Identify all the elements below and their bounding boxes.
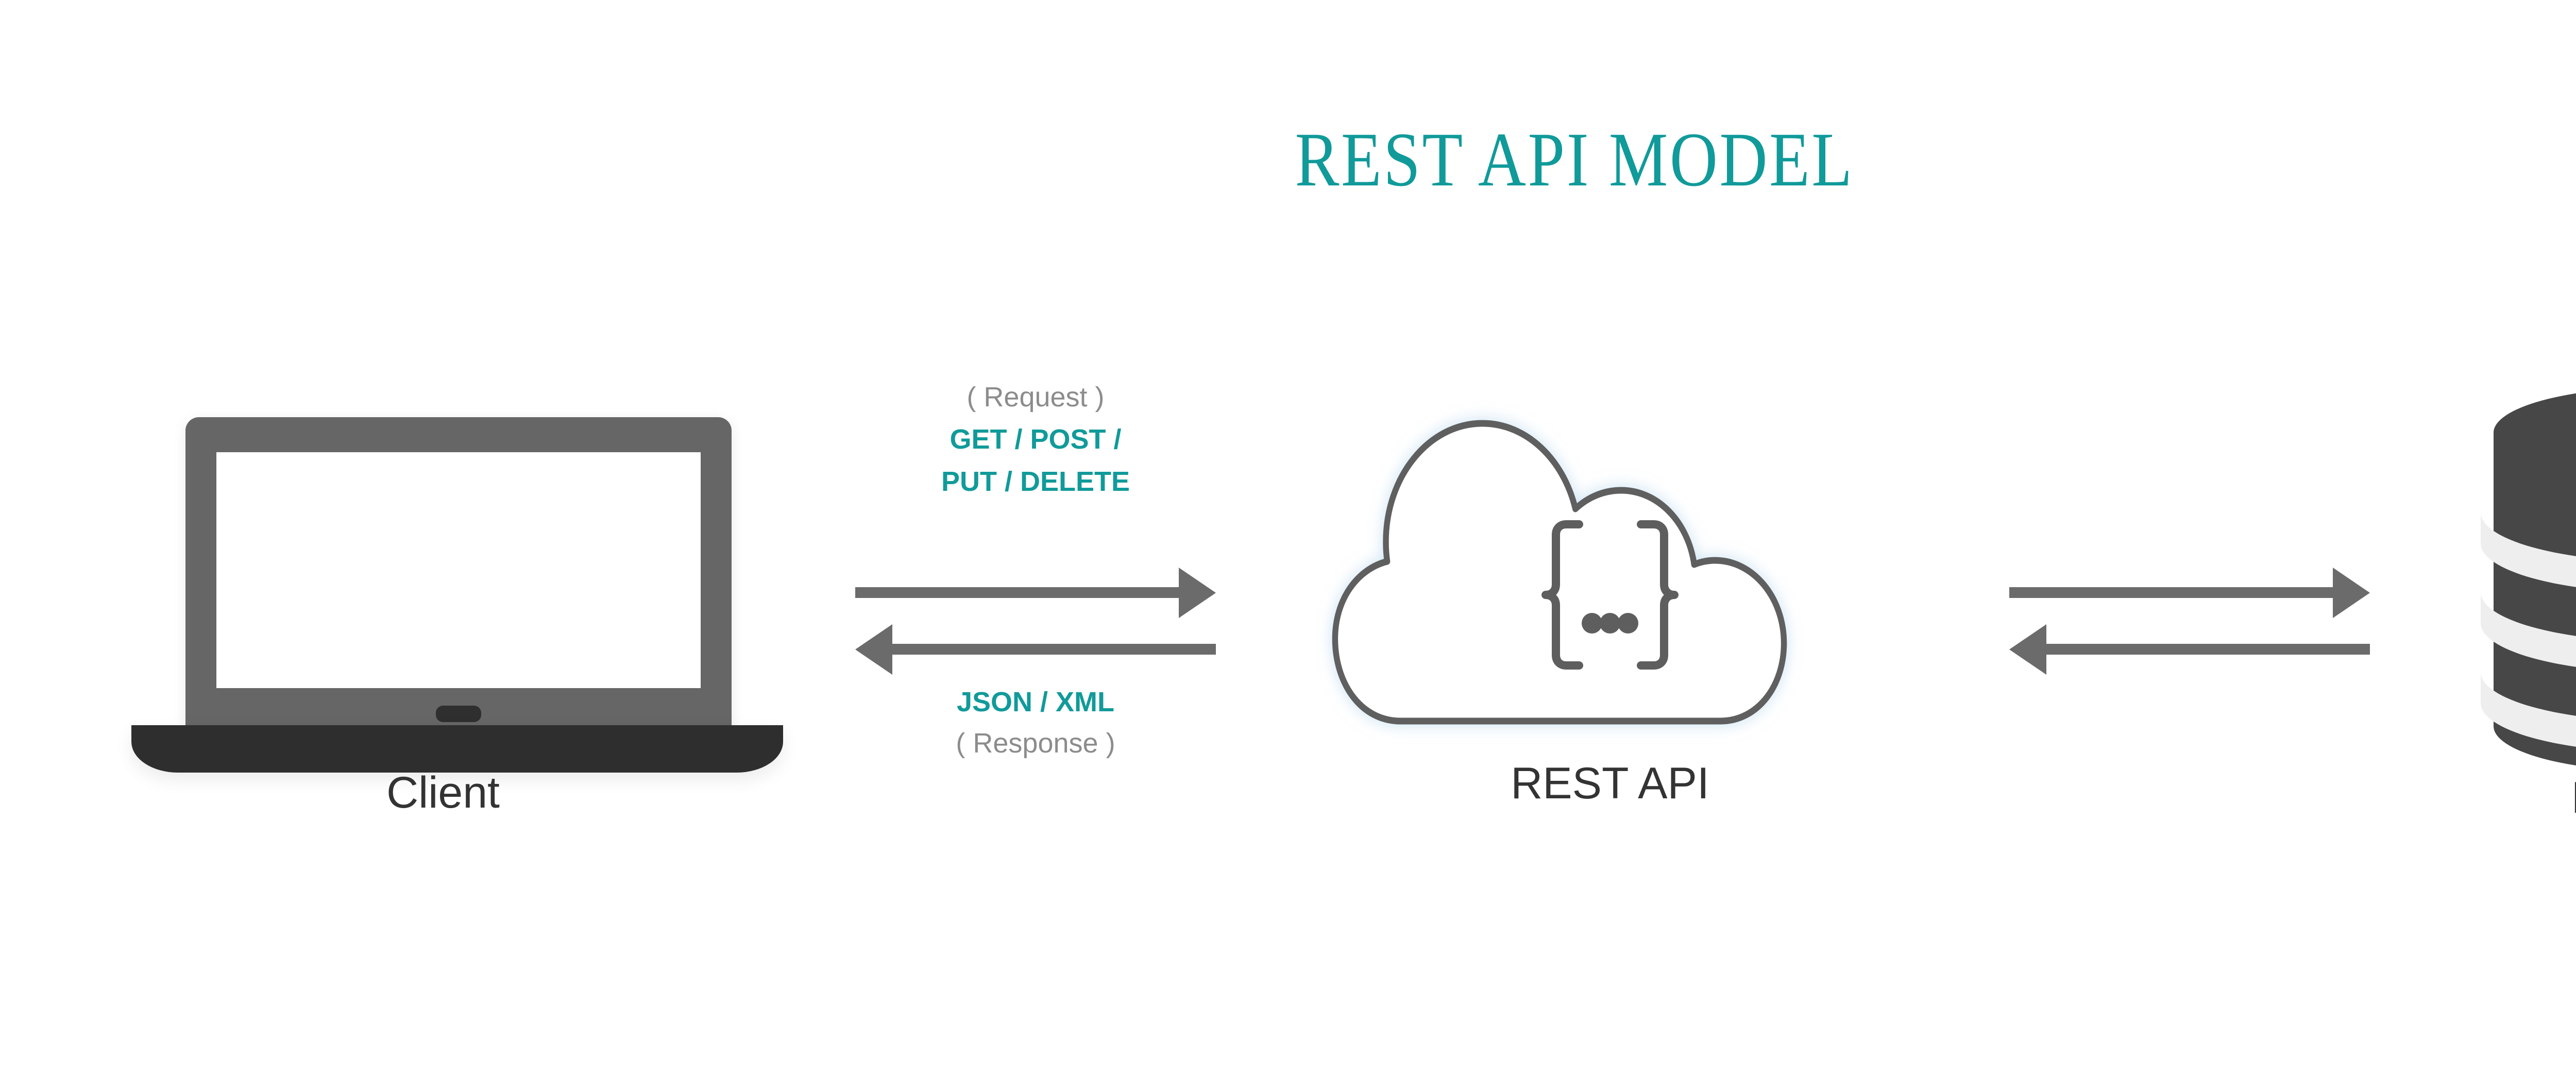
client-label: Client: [386, 768, 500, 817]
http-methods-line-2: PUT / DELETE: [941, 466, 1130, 497]
node-rest-api: REST API: [1262, 391, 1958, 845]
database-band: [2481, 672, 2576, 747]
node-client: Client: [77, 407, 809, 829]
arrow-right-icon: [855, 561, 1216, 623]
arrow-left-icon: [2009, 618, 2370, 680]
response-label: ( Response ): [956, 728, 1115, 759]
laptop-icon: [77, 407, 809, 829]
json-braces-icon: [1541, 520, 1679, 670]
database-top: [2494, 393, 2576, 472]
ellipsis-dot: [1600, 613, 1620, 634]
ellipsis-dot: [1582, 613, 1602, 634]
arrow-head: [1179, 568, 1216, 618]
laptop-screen: [216, 452, 701, 688]
http-methods-line-1: GET / POST /: [950, 424, 1122, 455]
database-band: [2481, 592, 2576, 667]
laptop-bezel: [185, 417, 732, 738]
flow-api-database: [2009, 561, 2370, 695]
arrow-shaft: [855, 587, 1184, 598]
page-title: REST API MODEL: [1295, 117, 1854, 202]
node-database: Database: [2463, 381, 2576, 834]
arrow-shaft: [2041, 644, 2370, 655]
flow-client-api: ( Request ) GET / POST / PUT / DELETE JS…: [855, 381, 1216, 793]
laptop-base: [131, 725, 783, 773]
arrow-right-icon: [2009, 561, 2370, 623]
database-body: [2494, 393, 2576, 766]
arrow-head: [2009, 624, 2046, 675]
rest-api-label: REST API: [1511, 759, 1709, 808]
request-label: ( Request ): [967, 382, 1105, 413]
response-format-label: JSON / XML: [956, 687, 1115, 717]
cloud-icon: [1262, 391, 1958, 752]
database-band: [2481, 512, 2576, 587]
ellipsis-dot: [1618, 613, 1638, 634]
arrow-shaft: [2009, 587, 2338, 598]
database-label: Database: [2463, 773, 2576, 824]
arrow-shaft: [887, 644, 1216, 655]
database-cylinder-icon: [2481, 393, 2576, 766]
arrow-head: [2333, 568, 2370, 618]
arrow-left-icon: [855, 618, 1216, 680]
laptop-trackpad-notch: [436, 706, 481, 722]
arrow-head: [855, 624, 892, 675]
